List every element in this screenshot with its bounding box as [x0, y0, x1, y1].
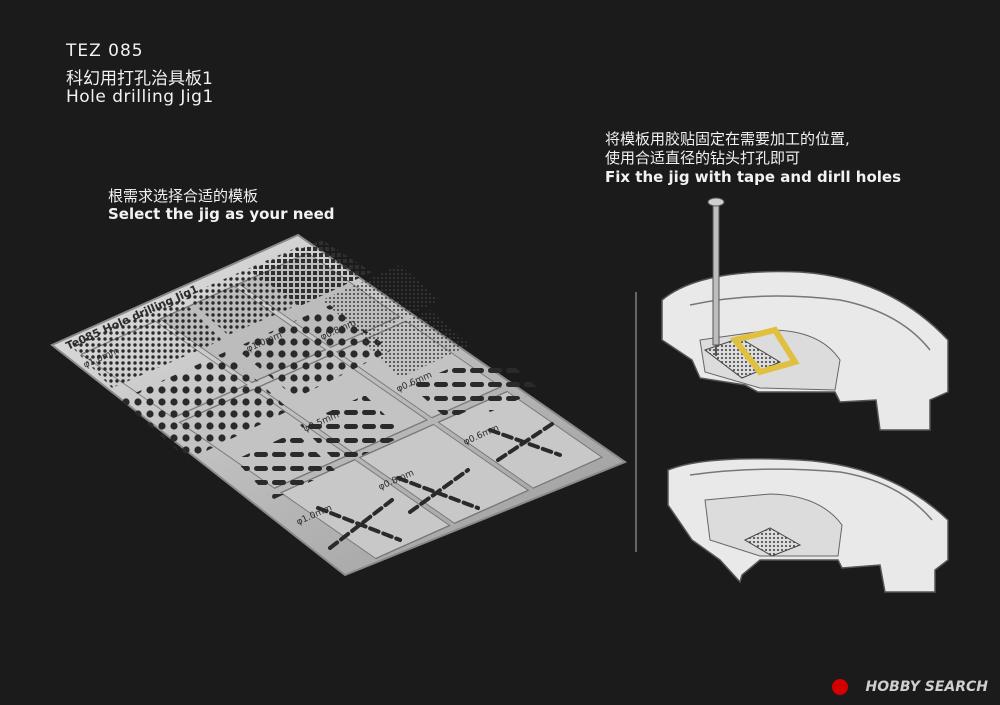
select-note-en: Select the jig as your need	[108, 205, 335, 223]
fix-note-cn-line2: 使用合适直径的钻头打孔即可	[605, 149, 801, 167]
product-title-en: Hole drilling Jig1	[66, 87, 214, 107]
watermark-logo-icon	[832, 679, 848, 695]
fix-note-en: Fix the jig with tape and dirll holes	[605, 168, 902, 186]
model-finished	[667, 458, 949, 593]
jig-plate: Te085 Hole drilling Jig1 φ1.0mm φ1.0mm φ…	[50, 233, 628, 577]
fix-note-cn-line1: 将模板用胶贴固定在需要加工的位置,	[605, 130, 850, 148]
watermark: HOBBY SEARCH	[865, 679, 988, 695]
product-title-cn: 科幻用打孔治具板1	[66, 69, 213, 89]
product-code: TEZ 085	[66, 41, 144, 61]
select-note-cn: 根需求选择合适的模板	[108, 187, 259, 205]
model-with-drill	[661, 197, 949, 431]
